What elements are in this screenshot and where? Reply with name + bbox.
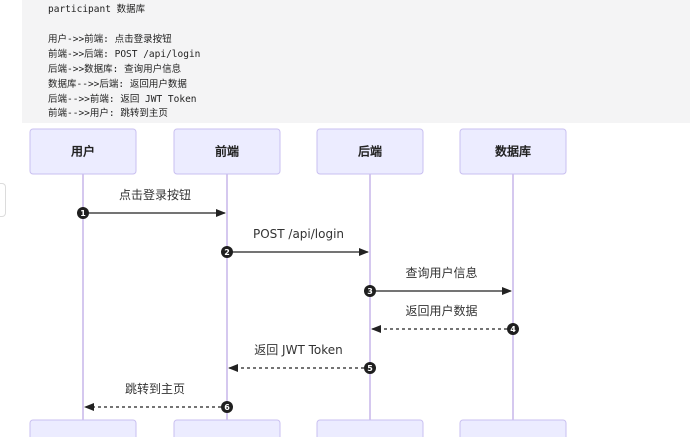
sequence-number-badge (221, 401, 233, 413)
code-block: participant 数据库 用户->>前端: 点击登录按钮 前端->>后端:… (22, 0, 690, 123)
actor-label: 数据库 (495, 144, 531, 159)
message-label: 跳转到主页 (125, 381, 185, 396)
code-line: 后端->>数据库: 查询用户信息 (48, 64, 182, 75)
code-line: 用户->>前端: 点击登录按钮 (48, 34, 172, 45)
actor-box-bottom (316, 419, 424, 437)
sequence-number: 5 (367, 364, 373, 373)
message-label: POST /api/login (253, 227, 344, 241)
sequence-number: 3 (367, 287, 373, 296)
message-label: 点击登录按钮 (119, 187, 191, 202)
actor-box-top (316, 128, 424, 175)
sequence-number: 6 (224, 403, 230, 412)
actor-box-top (173, 128, 281, 175)
actor-box-top (29, 128, 137, 175)
code-line: 后端-->>前端: 返回 JWT Token (48, 94, 197, 105)
sequence-number: 2 (224, 248, 230, 257)
code-line: 前端-->>用户: 跳转到主页 (48, 108, 168, 119)
code-line: 数据库-->>后端: 返回用户数据 (48, 79, 187, 90)
sequence-number-badge (364, 362, 376, 374)
code-line: participant 数据库 (48, 4, 146, 15)
side-collapse-tab[interactable] (0, 183, 6, 217)
actor-label: 前端 (215, 144, 239, 159)
actor-box-bottom (173, 419, 281, 437)
actor-label: 用户 (70, 144, 95, 159)
actor-box-top (459, 128, 567, 175)
sequence-number-badge (364, 285, 376, 297)
sequence-number-badge (77, 207, 89, 219)
actor-box-bottom (29, 419, 137, 437)
actor-box-bottom (459, 419, 567, 437)
actor-label: 后端 (358, 144, 382, 159)
message-label: 返回 JWT Token (254, 343, 343, 357)
sequence-number-badge (507, 323, 519, 335)
sequence-number: 4 (510, 325, 516, 334)
message-label: 返回用户数据 (405, 303, 477, 318)
code-line: 前端->>后端: POST /api/login (48, 49, 201, 60)
message-label: 查询用户信息 (405, 265, 477, 280)
sequence-number: 1 (80, 209, 86, 218)
sequence-number-badge (221, 246, 233, 258)
